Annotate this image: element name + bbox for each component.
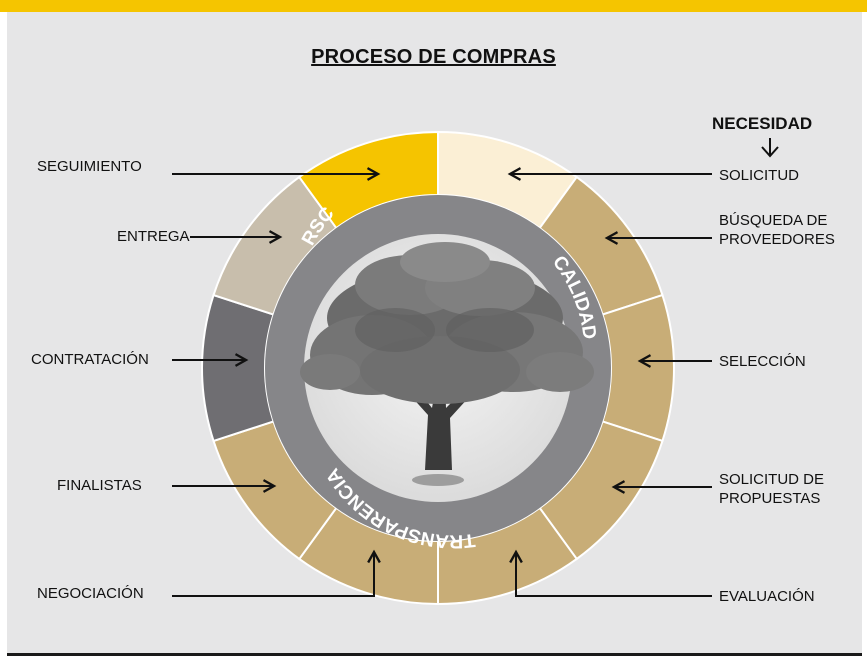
- tree-image: [300, 242, 594, 486]
- step-label-seleccion: SELECCIÓN: [719, 353, 806, 370]
- connector-arrow: [516, 552, 712, 597]
- step-label-negociacion: NEGOCIACIÓN: [37, 585, 144, 602]
- wheel-segment: [601, 293, 675, 443]
- connector-arrow: [172, 552, 374, 597]
- connectors: [172, 174, 712, 597]
- bottom-rule: [7, 653, 862, 656]
- diagram-title: PROCESO DE COMPRAS: [311, 46, 556, 68]
- step-label-finalistas: FINALISTAS: [57, 477, 142, 494]
- step-label-evaluacion: EVALUACIÓN: [719, 588, 815, 605]
- start-arrow-icon: [761, 138, 779, 158]
- step-label-busqueda: BÚSQUEDA DE PROVEEDORES: [719, 212, 835, 248]
- step-label-contratacion: CONTRATACIÓN: [31, 351, 149, 368]
- wheel-segment: [201, 293, 275, 443]
- top-accent-bar: [0, 0, 867, 12]
- step-label-seguimiento: SEGUIMIENTO: [37, 158, 142, 175]
- step-label-solicitud: SOLICITUD: [719, 167, 800, 184]
- step-label-entrega: ENTREGA: [117, 228, 190, 245]
- start-label: NECESIDAD: [712, 114, 813, 133]
- step-label-solicitud-propuestas: SOLICITUD DE PROPUESTAS: [719, 471, 825, 507]
